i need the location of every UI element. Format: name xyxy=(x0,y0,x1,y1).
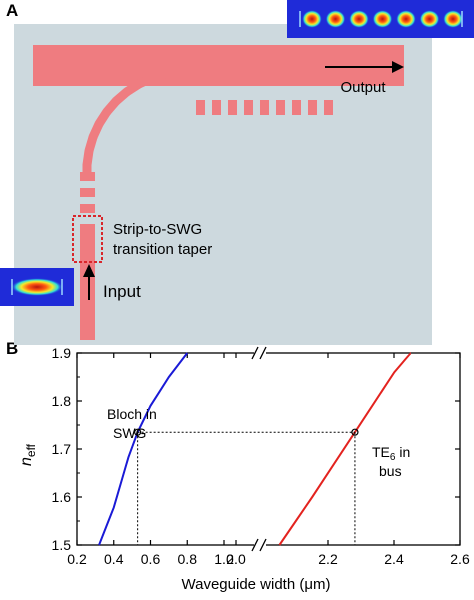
swg-segment xyxy=(103,97,120,116)
mode-lobe xyxy=(349,10,369,28)
y-tick-label: 1.6 xyxy=(52,489,72,505)
mode-lobe xyxy=(325,10,346,28)
x-tick-label: 0.8 xyxy=(178,551,198,567)
x-tick-label: 2.2 xyxy=(318,551,338,567)
intersection-marker xyxy=(134,428,142,436)
y-tick-label: 1.9 xyxy=(52,345,72,361)
swg-segment xyxy=(80,204,95,213)
x-tick-label: 2.4 xyxy=(384,551,404,567)
plot-frame xyxy=(76,352,461,546)
output-label: Output xyxy=(340,79,386,96)
bus-waveguide xyxy=(33,45,404,86)
panel-a-label: A xyxy=(6,1,19,20)
swg-segment xyxy=(80,188,95,197)
y-tick-label: 1.5 xyxy=(52,537,72,553)
swg-segment xyxy=(228,100,237,115)
mode-lobe xyxy=(372,10,393,28)
taper-label-line2: transition taper xyxy=(113,241,212,258)
swg-segment xyxy=(112,88,131,105)
swg-segment xyxy=(82,149,94,166)
intersection-marker xyxy=(351,428,359,436)
x-tick-label: 0.2 xyxy=(67,551,87,567)
output-arrow-icon xyxy=(325,61,404,73)
taper-highlight-box xyxy=(72,215,103,263)
swg-segment xyxy=(179,67,195,77)
axis-break-icon xyxy=(251,346,267,360)
x-tick-label: 2.6 xyxy=(450,551,470,567)
series-line-bloch xyxy=(98,352,189,546)
taper-strip-section xyxy=(80,224,95,254)
mode-lobe xyxy=(302,10,322,28)
x-tick-label: 0.4 xyxy=(104,551,124,567)
swg-segment xyxy=(244,100,253,115)
series-label-te6-line2: bus xyxy=(379,463,402,479)
swg-segment xyxy=(88,121,104,140)
swg-waveguide xyxy=(80,67,333,213)
y-tick-label: 1.8 xyxy=(52,393,72,409)
y-axis-label-main: n xyxy=(18,457,35,466)
device-schematic: Output Input Strip-to-SWG transition tap… xyxy=(0,0,474,345)
axis-break-icon xyxy=(251,538,267,552)
swg-segment xyxy=(150,69,168,83)
swg-segment xyxy=(196,100,205,115)
swg-segment xyxy=(124,80,142,96)
swg-segment xyxy=(82,164,92,180)
y-tick-label: 1.7 xyxy=(52,441,72,457)
swg-segment xyxy=(308,100,317,115)
swg-segment xyxy=(212,100,221,115)
input-arrow-icon xyxy=(83,264,95,300)
x-tick-label: 1.0 xyxy=(214,551,234,567)
x-axis-label: Waveguide width (μm) xyxy=(182,576,331,593)
svg-text:neff: neff xyxy=(18,443,38,466)
swg-segment xyxy=(164,67,181,79)
series-line-te6 xyxy=(278,352,412,546)
swg-segment xyxy=(95,109,111,127)
mode-lobe xyxy=(443,10,463,28)
swg-segment xyxy=(260,100,269,115)
x-tick-label: 2.0 xyxy=(226,551,246,567)
mode-lobe xyxy=(396,10,416,28)
swg-segment xyxy=(276,100,285,115)
series-label-bloch-line1: Bloch in xyxy=(107,406,157,422)
input-label: Input xyxy=(103,282,141,301)
swg-segment xyxy=(84,135,98,153)
swg-segment xyxy=(292,100,301,115)
swg-segment xyxy=(324,100,333,115)
swg-segment xyxy=(136,73,155,89)
series-label-te6-line1: TE6 in xyxy=(372,444,410,463)
y-axis-label-sub: eff xyxy=(24,443,38,457)
series-label-bloch-line2: SWG xyxy=(113,425,146,441)
mode-lobe xyxy=(419,10,440,28)
taper-label-line1: Strip-to-SWG xyxy=(113,221,202,238)
input-mode-profile-image xyxy=(0,268,74,306)
output-mode-profile-image xyxy=(287,0,474,38)
input-strip-waveguide xyxy=(80,250,95,340)
y-axis-label: neff xyxy=(18,443,38,466)
x-tick-label: 0.6 xyxy=(141,551,161,567)
